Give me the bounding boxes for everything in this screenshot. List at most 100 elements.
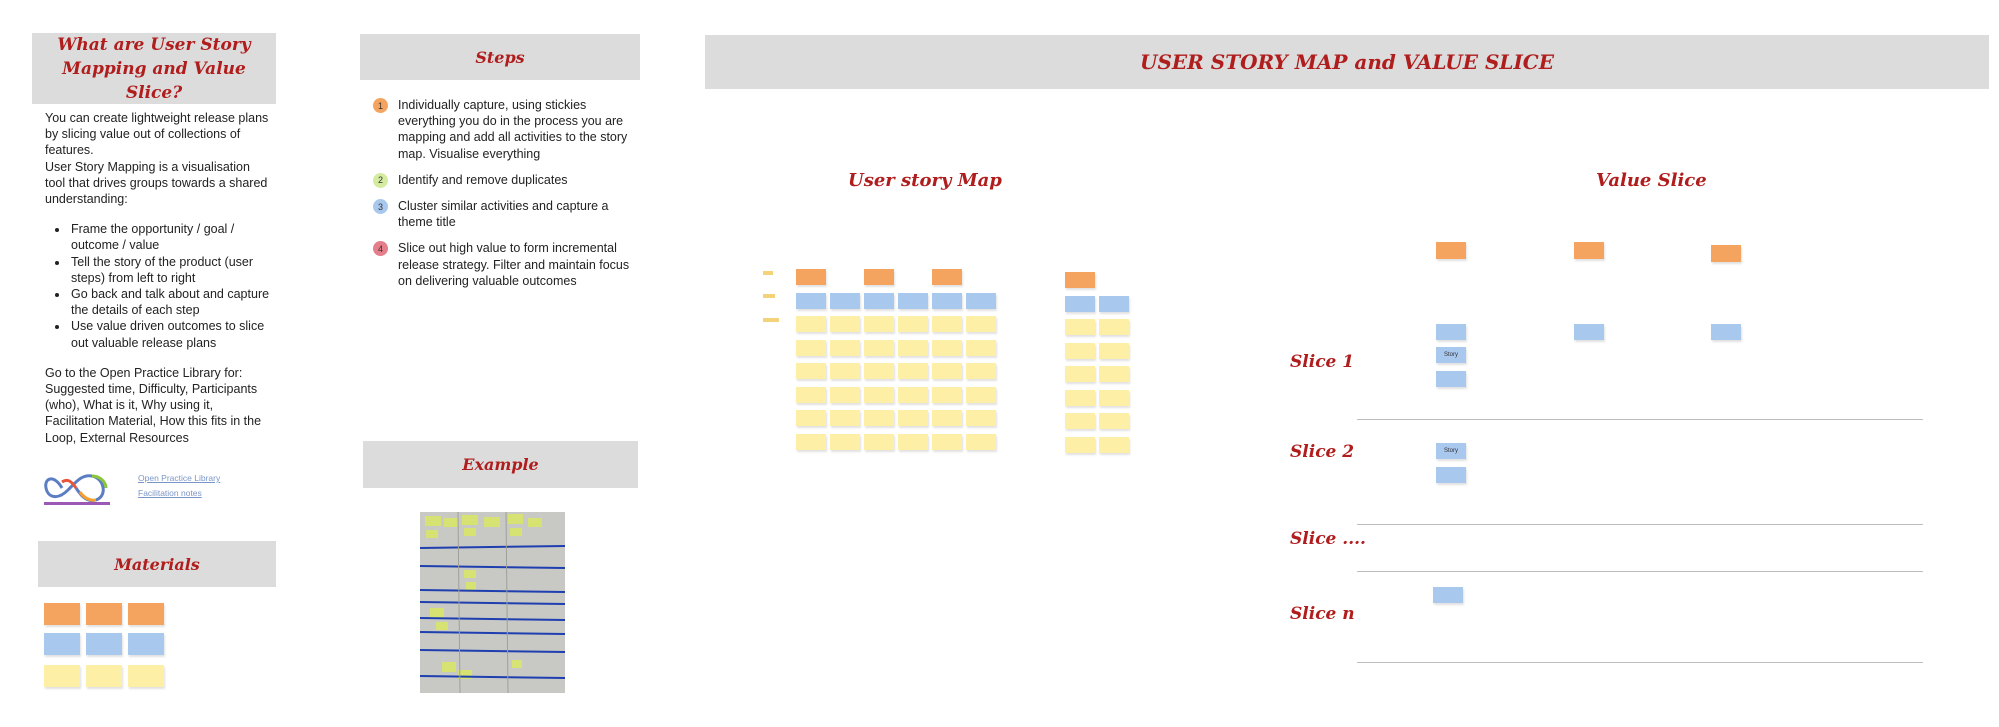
story-label: Story [1443,352,1458,358]
story-sticky [966,433,996,450]
story-sticky [1065,366,1095,382]
material-sticky-blue [128,633,164,655]
step-sticky [796,293,826,309]
slice-label: Slice 2 [1290,442,1355,462]
story-sticky: Story [1436,443,1466,459]
value-step-sticky [1574,324,1604,340]
slice-divider [1357,524,1923,525]
story-sticky [1433,587,1463,603]
material-sticky-orange [128,603,164,625]
story-sticky [898,410,928,426]
story-sticky [898,386,928,403]
story-sticky [830,363,860,379]
value-slice-title: Value Slice [1596,170,1707,191]
value-step-sticky [1711,324,1741,340]
slice-label: Slice n [1290,604,1355,624]
story-sticky [932,410,962,426]
step-sticky [830,293,860,309]
story-sticky [864,410,894,426]
material-sticky-yellow [86,665,122,687]
story-sticky [898,433,928,450]
activity-sticky [1065,272,1095,288]
facilitation-notes-link[interactable]: Facilitation notes [138,488,202,498]
story-sticky [796,363,826,379]
story-sticky [966,410,996,426]
story-sticky [898,339,928,356]
materials-header: Materials [38,541,276,587]
story-sticky [1065,436,1095,453]
story-sticky [1436,371,1466,387]
slice-label: Slice .... [1290,529,1366,549]
step-sticky [864,293,894,309]
intro-header: What are User Story Mapping and Value Sl… [32,33,276,104]
story-map-grid [760,266,1140,456]
step-text: Cluster similar activities and capture a… [398,199,609,230]
story-sticky [796,433,826,450]
step-item: 3 Cluster similar activities and capture… [373,198,641,230]
row-label-marker [763,271,773,275]
story-sticky [796,316,826,332]
materials-stickies [44,603,168,687]
story-sticky [898,316,928,332]
example-header: Example [363,441,638,488]
story-sticky [898,363,928,379]
row-label-marker [763,318,779,322]
intro-bullet-list: Frame the opportunity / goal / outcome /… [45,221,270,351]
intro-body: You can create lightweight release plans… [45,110,270,446]
open-practice-library-link[interactable]: Open Practice Library [138,473,221,483]
story-sticky [796,410,826,426]
step-sticky [932,293,962,309]
board-header: USER STORY MAP and VALUE SLICE [705,35,1989,89]
story-sticky [932,433,962,450]
story-sticky [932,386,962,403]
story-sticky [1065,389,1095,406]
story-sticky [1065,319,1095,335]
story-sticky [864,433,894,450]
steps-title: Steps [475,47,525,67]
value-step-sticky [1436,324,1466,340]
story-sticky [932,363,962,379]
value-activity-sticky [1711,245,1741,262]
example-photo-illustration [420,512,565,693]
step-item: 4 Slice out high value to form increment… [373,240,641,289]
activity-sticky [864,269,894,285]
slice-label: Slice 1 [1290,352,1355,372]
step-sticky [898,293,928,309]
story-sticky [796,386,826,403]
activity-sticky [932,269,962,285]
story-sticky [796,339,826,356]
row-label-marker [763,294,775,298]
story-sticky [1436,467,1466,483]
story-sticky [932,316,962,332]
value-activity-sticky [1436,242,1466,259]
story-sticky [932,339,962,356]
step-sticky [1099,296,1129,312]
step-number-badge: 3 [373,199,388,215]
story-sticky [966,386,996,403]
story-map-title: User story Map [848,170,1002,191]
materials-title: Materials [114,554,200,574]
material-sticky-yellow [128,665,164,687]
step-sticky [966,293,996,309]
story-sticky [830,410,860,426]
story-sticky [1065,413,1095,429]
steps-list: 1 Individually capture, using stickies e… [373,97,641,299]
story-sticky [1099,366,1129,382]
story-sticky [864,316,894,332]
slice-divider [1357,571,1923,572]
intro-bullet: Tell the story of the product (user step… [69,254,270,286]
step-number-badge: 4 [373,241,388,257]
story-sticky [966,363,996,379]
step-sticky [1065,296,1095,312]
story-sticky [1099,342,1129,359]
intro-para-3: Go to the Open Practice Library for: Sug… [45,365,262,445]
step-text: Individually capture, using stickies eve… [398,98,628,161]
story-label: Story [1443,448,1458,454]
story-sticky [966,339,996,356]
story-sticky [1099,389,1129,406]
story-sticky [864,386,894,403]
value-activity-sticky [1574,242,1604,259]
story-sticky [830,316,860,332]
intro-bullet: Use value driven outcomes to slice out v… [69,318,270,350]
story-sticky [1065,342,1095,359]
